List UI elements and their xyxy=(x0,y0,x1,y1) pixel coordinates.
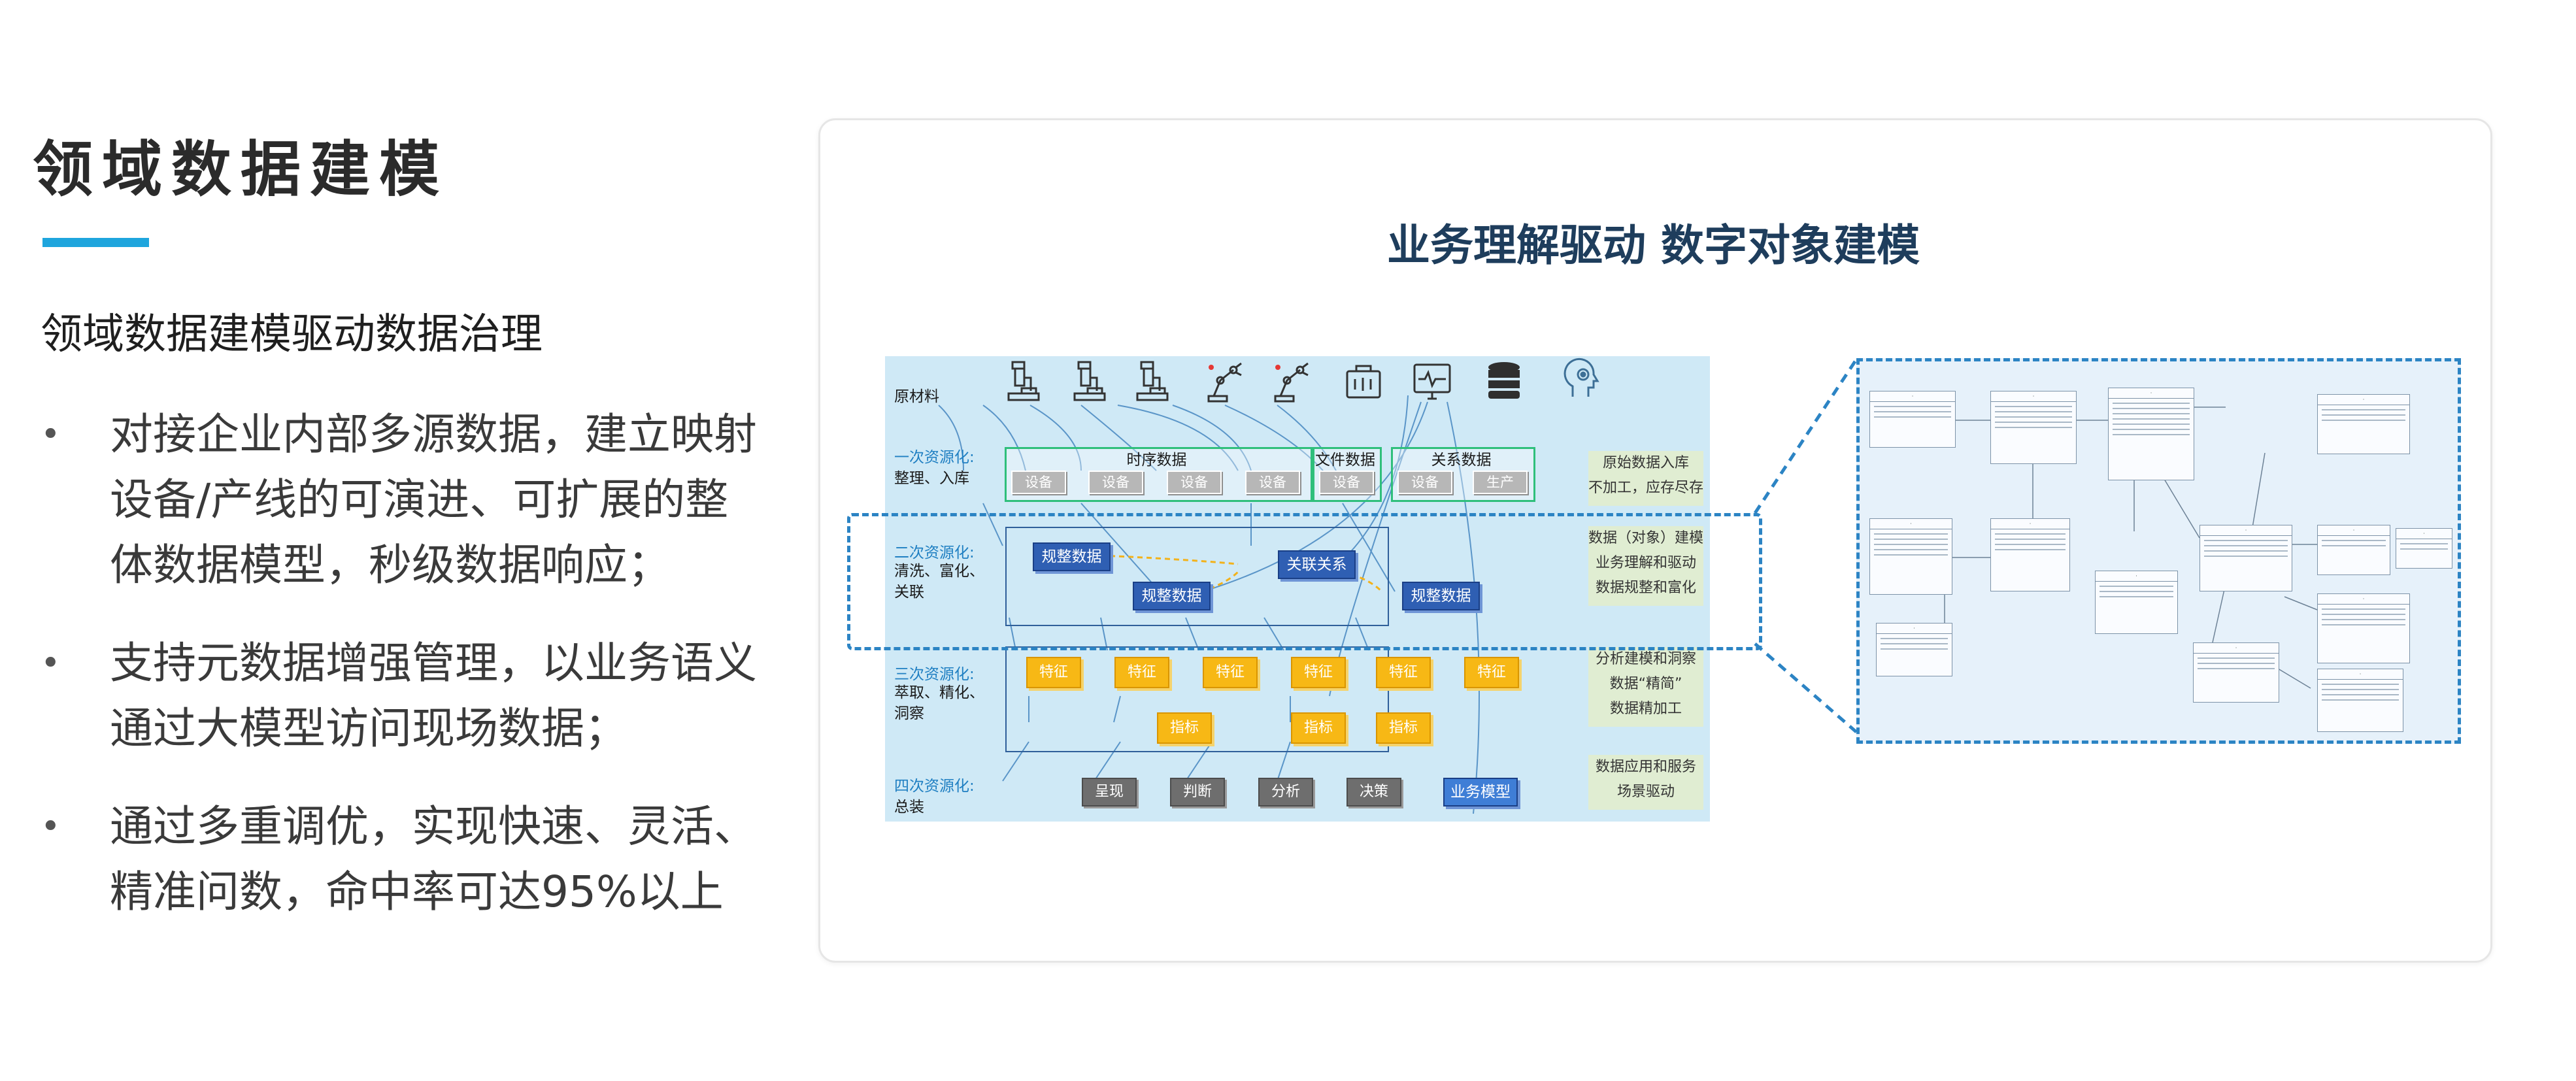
ai-head-icon xyxy=(1564,358,1599,397)
device-chip: 设备 xyxy=(1011,471,1066,494)
microscope-icon xyxy=(1136,361,1169,401)
feature-chip: 特征 xyxy=(1291,657,1346,688)
erd-entity: · xyxy=(1876,623,1952,676)
erd-entity: · xyxy=(2108,388,2194,480)
card-title: 业务理解驱动 数字对象建模 xyxy=(1387,220,1920,271)
stage-note: 数据（对象）建模 业务理解和驱动 数据规整和富化 xyxy=(1588,526,1703,606)
normalized-data-chip: 规整数据 xyxy=(1402,582,1480,610)
erd-entity: · xyxy=(2200,525,2292,591)
microscope-icon xyxy=(1007,361,1040,401)
feature-chip: 特征 xyxy=(1464,657,1519,688)
group-label: 文件数据 xyxy=(1315,452,1375,469)
bullet-line: 体数据模型，秒级数据响应； xyxy=(110,540,671,590)
zoom-lines xyxy=(1753,358,1858,733)
relation-chip: 关联关系 xyxy=(1278,550,1356,579)
page-title: 领域数据建模 xyxy=(33,135,449,205)
metric-chip: 指标 xyxy=(1376,712,1431,744)
erd-entity: · xyxy=(2317,593,2410,663)
stage-note: 数据应用和服务 场景驱动 xyxy=(1588,755,1703,810)
bullet-line: 通过多重调优，实现快速、灵活、 xyxy=(110,801,757,852)
device-chip: 设备 xyxy=(1397,471,1452,494)
page-subtitle: 领域数据建模驱动数据治理 xyxy=(41,310,543,359)
note-line: 原始数据入库 xyxy=(1602,455,1689,471)
bullet-line: 设备/产线的可演进、可扩展的整 xyxy=(110,474,729,525)
erd-entity: · xyxy=(1990,391,2077,464)
feature-chip: 特征 xyxy=(1376,657,1431,688)
feature-chip: 特征 xyxy=(1026,657,1081,688)
note-line: 数据精加工 xyxy=(1609,701,1682,717)
erd-entity: · xyxy=(1990,518,2070,591)
stage-name: 一次资源化: xyxy=(894,449,975,466)
device-chip: 设备 xyxy=(1319,471,1374,494)
monitor-icon xyxy=(1413,363,1451,400)
stage-desc: 原材料 xyxy=(894,388,939,405)
flow-connectors xyxy=(938,395,1480,814)
bullet-dot: • xyxy=(41,807,61,846)
device-chip: 设备 xyxy=(1088,471,1143,494)
bullet-line: 通过大模型访问现场数据； xyxy=(110,703,627,754)
group-label: 关系数据 xyxy=(1431,452,1492,469)
erd-entity: · xyxy=(2317,669,2403,732)
metric-chip: 指标 xyxy=(1157,712,1212,744)
highlight-band xyxy=(847,513,1762,650)
bullet-line: 支持元数据增强管理，以业务语义 xyxy=(110,638,757,688)
erd-entity: · xyxy=(1869,518,1952,595)
output-chip: 决策 xyxy=(1347,778,1401,807)
bullet-item: • 对接企业内部多源数据，建立映射 设备/产线的可演进、可扩展的整 体数据模型，… xyxy=(41,402,760,598)
erd-entity: · xyxy=(2396,528,2452,569)
device-chip: 设备 xyxy=(1245,471,1300,494)
bullet-line: 对接企业内部多源数据，建立映射 xyxy=(110,409,757,459)
feature-chip: 特征 xyxy=(1114,657,1169,688)
note-line: 数据应用和服务 xyxy=(1595,759,1696,775)
stage-name: 二次资源化: xyxy=(894,544,975,561)
note-line: 数据“精简” xyxy=(1609,676,1682,692)
stage-desc: 清洗、富化、关联 xyxy=(894,563,984,601)
stage-name: 四次资源化: xyxy=(894,778,975,795)
note-line: 业务理解和驱动 xyxy=(1595,555,1696,571)
erd-entity: · xyxy=(2317,525,2390,575)
erd-entity: · xyxy=(2317,394,2410,454)
erd-entity: · xyxy=(2095,571,2178,634)
bullet-dot: • xyxy=(41,415,61,454)
database-icon xyxy=(1488,362,1520,399)
robot-arm-icon xyxy=(1207,362,1242,403)
output-chip: 判断 xyxy=(1170,778,1225,807)
toolbox-icon xyxy=(1346,365,1381,399)
robot-arm-icon xyxy=(1274,362,1309,403)
bullet-dot: • xyxy=(41,644,61,683)
note-line: 数据规整和富化 xyxy=(1595,580,1696,596)
stage-name: 三次资源化: xyxy=(894,666,975,683)
group-label: 时序数据 xyxy=(1126,452,1187,469)
feature-chip: 特征 xyxy=(1203,657,1258,688)
device-chip: 设备 xyxy=(1167,471,1222,494)
bullet-item: • 通过多重调优，实现快速、灵活、 精准问数，命中率可达95%以上 xyxy=(41,794,760,925)
entity-relationship-diagram: · · · · · · · · · · · · · · xyxy=(1856,358,2461,744)
normalized-data-chip: 规整数据 xyxy=(1033,542,1111,571)
output-chip: 分析 xyxy=(1258,778,1313,807)
resource-flow-diagram xyxy=(885,356,1710,822)
stage-desc: 萃取、精化、洞察 xyxy=(894,684,984,722)
stage-desc: 总装 xyxy=(894,799,924,816)
note-line: 场景驱动 xyxy=(1616,784,1675,800)
bullet-line: 精准问数，命中率可达95%以上 xyxy=(110,867,724,917)
erd-entity: · xyxy=(2193,642,2279,703)
metric-chip: 指标 xyxy=(1291,712,1346,744)
bullet-item: • 支持元数据增强管理，以业务语义 通过大模型访问现场数据； xyxy=(41,631,760,761)
business-model-chip: 业务模型 xyxy=(1443,778,1518,807)
stage-note: 分析建模和洞察 数据“精简” 数据精加工 xyxy=(1588,647,1703,727)
title-underline xyxy=(42,238,149,247)
stage-note: 原始数据入库 不加工，应存尽存 xyxy=(1588,451,1703,506)
production-chip: 生产 xyxy=(1473,471,1528,494)
note-line: 不加工，应存尽存 xyxy=(1588,480,1704,496)
output-chip: 呈现 xyxy=(1082,778,1137,807)
microscope-icon xyxy=(1073,361,1106,401)
normalized-data-chip: 规整数据 xyxy=(1133,582,1211,610)
note-line: 数据（对象）建模 xyxy=(1588,530,1704,546)
stage-desc: 整理、入库 xyxy=(894,470,969,487)
note-line: 分析建模和洞察 xyxy=(1595,651,1696,667)
erd-entity: · xyxy=(1869,391,1956,448)
